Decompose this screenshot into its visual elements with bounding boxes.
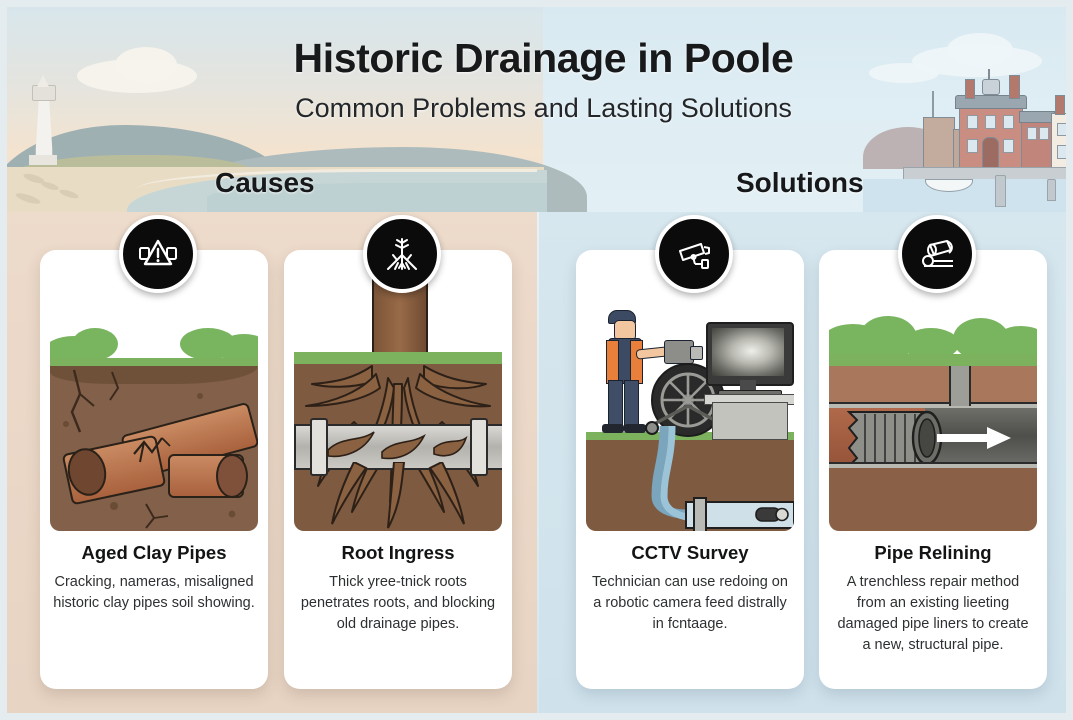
camera-cable-and-pipe	[651, 426, 794, 531]
grass-layer	[829, 354, 1037, 368]
cupola	[982, 79, 1000, 95]
boot	[602, 424, 624, 433]
card-root-ingress[interactable]: Root Ingress Thick yree-tnick roots pene…	[284, 215, 512, 689]
equipment-plinth	[712, 402, 788, 440]
window	[1039, 127, 1049, 140]
cloud-icon	[947, 33, 1013, 67]
card-title: Root Ingress	[341, 542, 455, 563]
window	[967, 115, 978, 129]
window	[1003, 139, 1014, 153]
technician-leg	[624, 380, 639, 430]
card-body: Cracking, nameras, misaligned historic c…	[53, 574, 255, 611]
card-pipe-relining[interactable]: Pipe Relining A trenchless repair method…	[819, 215, 1047, 689]
section-divider	[536, 7, 539, 713]
pipe-liner-roll-icon	[898, 215, 976, 293]
soil-lower-layer	[829, 468, 1037, 531]
chimney	[1055, 95, 1065, 115]
insertion-direction-arrow	[937, 427, 1011, 449]
grass-layer	[294, 352, 502, 366]
deep-roots	[331, 462, 465, 529]
pipe-joint	[470, 418, 488, 476]
window	[1069, 123, 1073, 136]
grass-layer	[586, 432, 794, 442]
section-heading-causes: Causes	[215, 167, 315, 198]
illustration-cracked-clay-pipes	[50, 266, 258, 531]
page-subtitle: Common Problems and Lasting Solutions	[295, 93, 792, 123]
card-title: Aged Clay Pipes	[81, 542, 227, 563]
card-body: A trenchless repair method from an exist…	[837, 574, 1029, 653]
flagpole	[932, 91, 934, 117]
chimney	[965, 79, 975, 99]
window	[985, 115, 996, 129]
inserted-liner	[846, 410, 943, 466]
monitor-stand	[740, 380, 756, 392]
card-title: Pipe Relining	[874, 542, 992, 563]
warning-triangle-pipe-icon	[119, 215, 197, 293]
illustration-root-ingress	[294, 266, 502, 531]
mooring-post	[1047, 179, 1056, 201]
cloud-icon	[115, 47, 177, 83]
section-heading-solutions: Solutions	[736, 167, 864, 198]
surf-line	[137, 169, 537, 192]
monitor-screen-pipe-view	[712, 328, 784, 376]
hi-vis-vest	[606, 340, 619, 384]
cctv-camera-icon	[655, 215, 733, 293]
page-title: Historic Drainage in Poole	[293, 35, 794, 81]
mooring-post	[995, 175, 1006, 207]
cupola-spire	[988, 69, 990, 80]
card-title: CCTV Survey	[631, 542, 749, 563]
header-illustration	[7, 7, 1073, 212]
topsoil-edge	[50, 366, 258, 384]
window	[1027, 127, 1037, 140]
doorway	[982, 137, 999, 171]
roots-inside-pipe	[327, 431, 468, 460]
card-body: Thick yree-tnick roots penetrates roots,…	[300, 574, 496, 632]
card-aged-clay-pipes[interactable]: Aged Clay Pipes Cracking, nameras, misal…	[40, 215, 268, 689]
window	[1003, 115, 1014, 129]
tree-roots-icon	[363, 215, 441, 293]
card-body: Technician can use redoing on a robotic …	[592, 574, 788, 632]
illustration-pipe-relining	[829, 266, 1037, 531]
pipe-opening	[216, 454, 248, 498]
illustration-cctv-survey	[586, 266, 794, 531]
soil-upper-layer	[829, 366, 1037, 404]
window	[967, 139, 978, 153]
chimney	[1009, 75, 1020, 99]
quay-tower	[923, 117, 955, 171]
boot	[624, 424, 646, 433]
technician-leg	[608, 380, 623, 430]
card-cctv-survey[interactable]: CCTV Survey Technician can use redoing o…	[576, 215, 804, 689]
window	[1057, 123, 1066, 136]
bush-icon	[72, 328, 118, 360]
lighthouse-base	[29, 155, 57, 165]
pipe-joint	[310, 418, 328, 476]
window	[1057, 145, 1066, 159]
lateral-connection	[949, 366, 971, 406]
control-knob	[690, 346, 703, 360]
pipe-cracks	[133, 437, 171, 463]
cloud-icon	[869, 63, 939, 83]
